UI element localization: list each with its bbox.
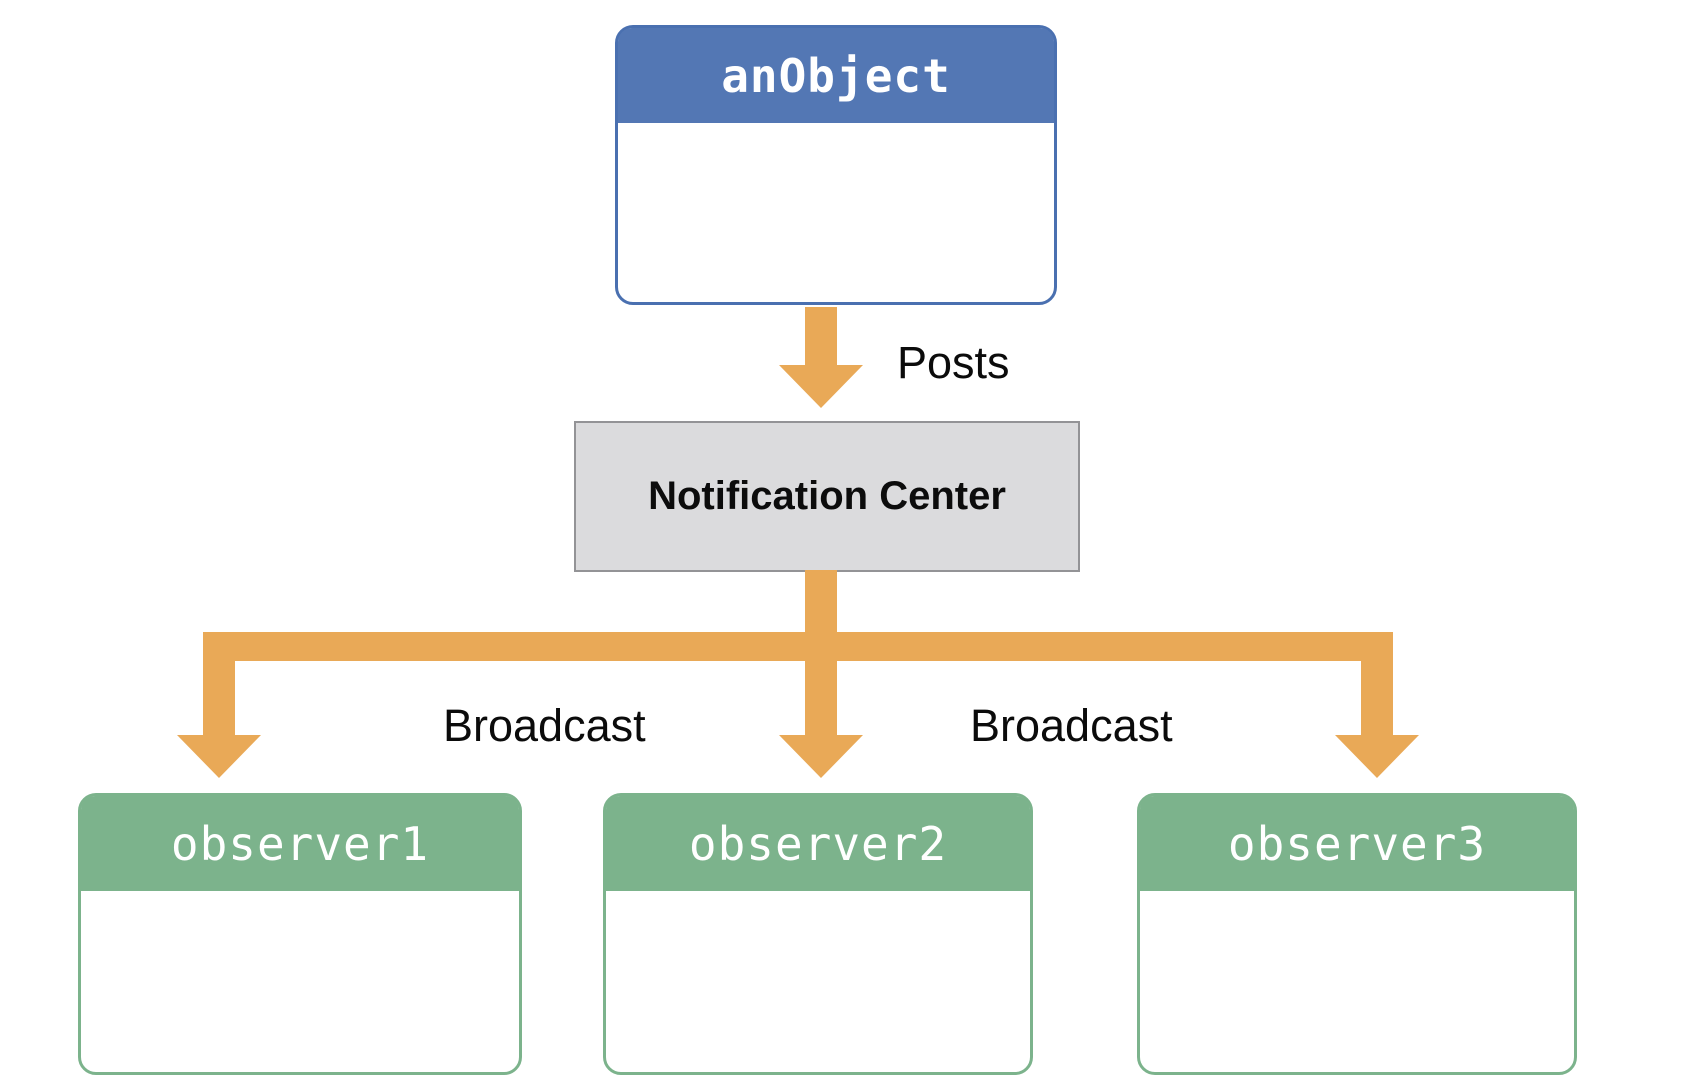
- observer2-header: observer2: [606, 796, 1030, 891]
- observer3-node: observer3: [1137, 793, 1577, 1075]
- observer2-node: observer2: [603, 793, 1033, 1075]
- observer3-header: observer3: [1140, 796, 1574, 891]
- observer1-header: observer1: [81, 796, 519, 891]
- an-object-label: anObject: [721, 48, 951, 103]
- broadcast-arm-left: [203, 660, 235, 736]
- broadcast-hub-stem: [805, 570, 837, 633]
- notification-center-node: Notification Center: [574, 421, 1080, 572]
- broadcast-arm-right: [1361, 660, 1393, 736]
- an-object-header: anObject: [618, 28, 1054, 123]
- broadcast-horizontal-bar: [203, 632, 1393, 661]
- an-object-node: anObject: [615, 25, 1057, 305]
- observer1-node: observer1: [78, 793, 522, 1075]
- broadcast-arm-center: [805, 660, 837, 736]
- broadcast-arrowhead-center-icon: [779, 735, 863, 778]
- posts-edge-label: Posts: [897, 337, 1010, 388]
- broadcast-arrowhead-right-icon: [1335, 735, 1419, 778]
- observer1-label: observer1: [170, 816, 430, 871]
- notification-center-label: Notification Center: [648, 474, 1006, 518]
- broadcast-arrowhead-left-icon: [177, 735, 261, 778]
- observer2-label: observer2: [688, 816, 948, 871]
- broadcast-edge-label-left: Broadcast: [443, 700, 646, 751]
- posts-arrow-stem: [805, 307, 837, 366]
- posts-arrowhead-icon: [779, 365, 863, 408]
- observer3-label: observer3: [1227, 816, 1487, 871]
- broadcast-edge-label-right: Broadcast: [970, 700, 1173, 751]
